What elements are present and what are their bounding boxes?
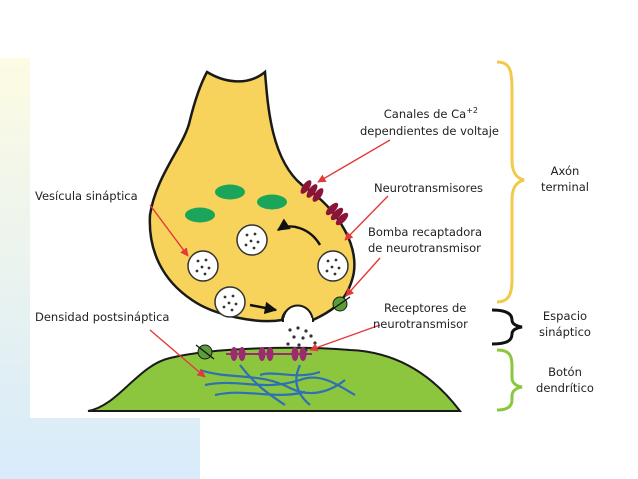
arrow-synaptic-vesicle xyxy=(149,204,189,257)
reuptake-pump-presynaptic xyxy=(329,296,351,312)
label-neurotransmitters: Neurotransmisores xyxy=(374,181,483,195)
bracket-synaptic-space xyxy=(491,308,523,346)
label-dendritic-button-line1: Botón xyxy=(548,365,582,379)
arrow-reuptake-pump xyxy=(345,257,381,297)
transport-arrow xyxy=(249,301,278,315)
label-reuptake-pump-line2: de neurotransmisor xyxy=(368,241,481,255)
synaptic-vesicle-2 xyxy=(187,250,219,282)
bracket-dendritic-button xyxy=(496,348,523,412)
green-vesicle xyxy=(185,207,215,223)
arrow-receptors xyxy=(309,324,381,352)
released-neurotransmitters xyxy=(286,326,317,352)
recycle-arrow-curve xyxy=(276,218,322,246)
arrow-neurotransmitters xyxy=(344,195,389,241)
synaptic-vesicle-4 xyxy=(214,286,246,318)
label-synaptic-vesicle: Vesícula sináptica xyxy=(35,189,138,203)
reuptake-pump-postsynaptic xyxy=(195,344,215,360)
label-postsynaptic-density: Densidad postsináptica xyxy=(35,310,169,324)
arrow-postsynaptic-density xyxy=(149,329,206,378)
dendritic-button-shape xyxy=(87,346,463,412)
label-dendritic-button-line2: dendrítico xyxy=(536,381,594,395)
label-calcium-channels: Canales de Ca+2 xyxy=(384,106,478,121)
green-vesicle xyxy=(215,184,245,200)
label-reuptake-pump-line1: Bomba recaptadora xyxy=(368,225,482,239)
postsynaptic-filaments xyxy=(199,364,356,406)
synaptic-vesicle-3 xyxy=(317,250,349,282)
fusing-vesicle xyxy=(282,304,314,326)
label-receptors-line1: Receptores de xyxy=(384,301,466,315)
label-synaptic-space-line1: Espacio xyxy=(543,309,587,323)
arrow-calcium-channels xyxy=(317,139,391,183)
label-axon-terminal-line1: Axón xyxy=(551,164,580,178)
label-receptors-line2: neurotransmisor xyxy=(373,317,468,331)
synaptic-vesicle-1 xyxy=(236,224,268,256)
label-calcium-channels-line2: dependientes de voltaje xyxy=(360,124,499,138)
green-vesicle xyxy=(257,194,287,210)
bracket-axon-terminal xyxy=(496,60,525,304)
label-axon-terminal-line2: terminal xyxy=(541,180,589,194)
label-synaptic-space-line2: sináptico xyxy=(539,325,591,339)
calcium-channels xyxy=(300,180,349,226)
